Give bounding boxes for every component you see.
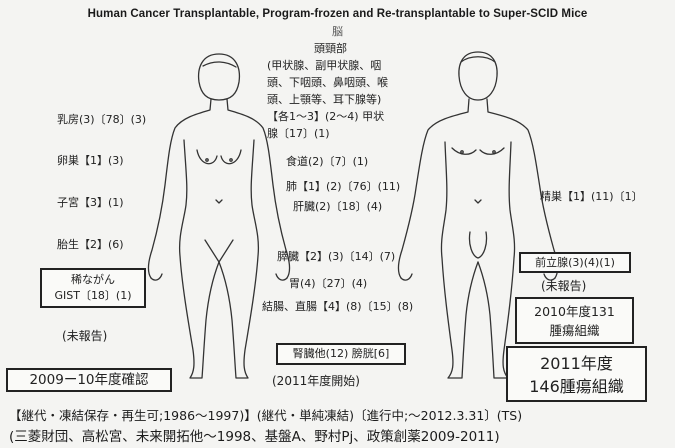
placenta-label: 胎生【2】(6) [57, 236, 124, 252]
fy2010-unit: 腫瘍組織 [517, 321, 632, 340]
fy2011-count: 146腫瘍組織 [508, 375, 645, 398]
unreported-right-label: (未報告) [541, 277, 586, 294]
liver-label: 肝臓(2)〔18〕(4) [293, 198, 382, 214]
breast-label: 乳房(3)〔78〕(3) [57, 111, 146, 127]
confirmed-2009-10-box: 2009ー10年度確認 [6, 368, 172, 392]
fy2011-year: 2011年度 [508, 352, 645, 375]
unreported-left-label: (未報告) [62, 327, 107, 344]
head-neck-line: 頭、下咽頭、鼻咽頭、喉 [267, 74, 388, 91]
ovary-label: 卵巣【1】(3) [57, 152, 124, 168]
kidney-bladder-box: 腎臓他(12) 膀胱[6] [276, 343, 406, 365]
head-neck-title: 頭頸部 [267, 40, 388, 57]
footer-line-2: (三菱財団、高松宮、未来開拓他〜1998、基盤A、野村Pj、政策創薬2009-2… [9, 425, 500, 445]
head-neck-block: 頭頸部 (甲状腺、副甲状腺、咽 頭、下咽頭、鼻咽頭、喉 頭、上顎等、耳下腺等) … [267, 40, 388, 142]
prostate-box: 前立腺(3)(4)(1) [519, 252, 631, 273]
head-neck-line: 【各1〜3】(2〜4) 甲状 [267, 108, 388, 125]
stomach-label: 胃(4)〔27〕(4) [289, 275, 367, 291]
rare-cancer-box: 稀ながん GIST〔18〕(1) [40, 268, 146, 308]
rare-cancer-title: 稀ながん [42, 272, 144, 288]
pancreas-label: 膵臓【2】(3)〔14〕(7) [277, 248, 395, 264]
testis-label: 精巣【1】(11)〔1〕 [540, 188, 643, 204]
colon-label: 結腸、直腸【4】(8)〔15〕(8) [262, 298, 413, 314]
head-neck-line: (甲状腺、副甲状腺、咽 [267, 57, 388, 74]
head-neck-line: 腺〔17〕(1) [267, 125, 388, 142]
started-2011-label: (2011年度開始) [272, 372, 360, 389]
lung-label: 肺【1】(2)〔76〕(11) [286, 178, 400, 194]
fy2010-count: 2010年度131 [517, 302, 632, 321]
head-neck-line: 頭、上顎等、耳下腺等) [267, 91, 388, 108]
gist-label: GIST〔18〕(1) [42, 288, 144, 304]
fy2010-box: 2010年度131 腫瘍組織 [515, 297, 634, 344]
uterus-label: 子宮【3】(1) [57, 194, 124, 210]
fy2011-box: 2011年度 146腫瘍組織 [506, 346, 647, 402]
footer-line-1: 【継代・凍結保存・再生可;1986〜1997)】(継代・単純凍結)〔進行中;〜2… [9, 405, 522, 424]
esophagus-label: 食道(2)〔7〕(1) [286, 153, 368, 169]
